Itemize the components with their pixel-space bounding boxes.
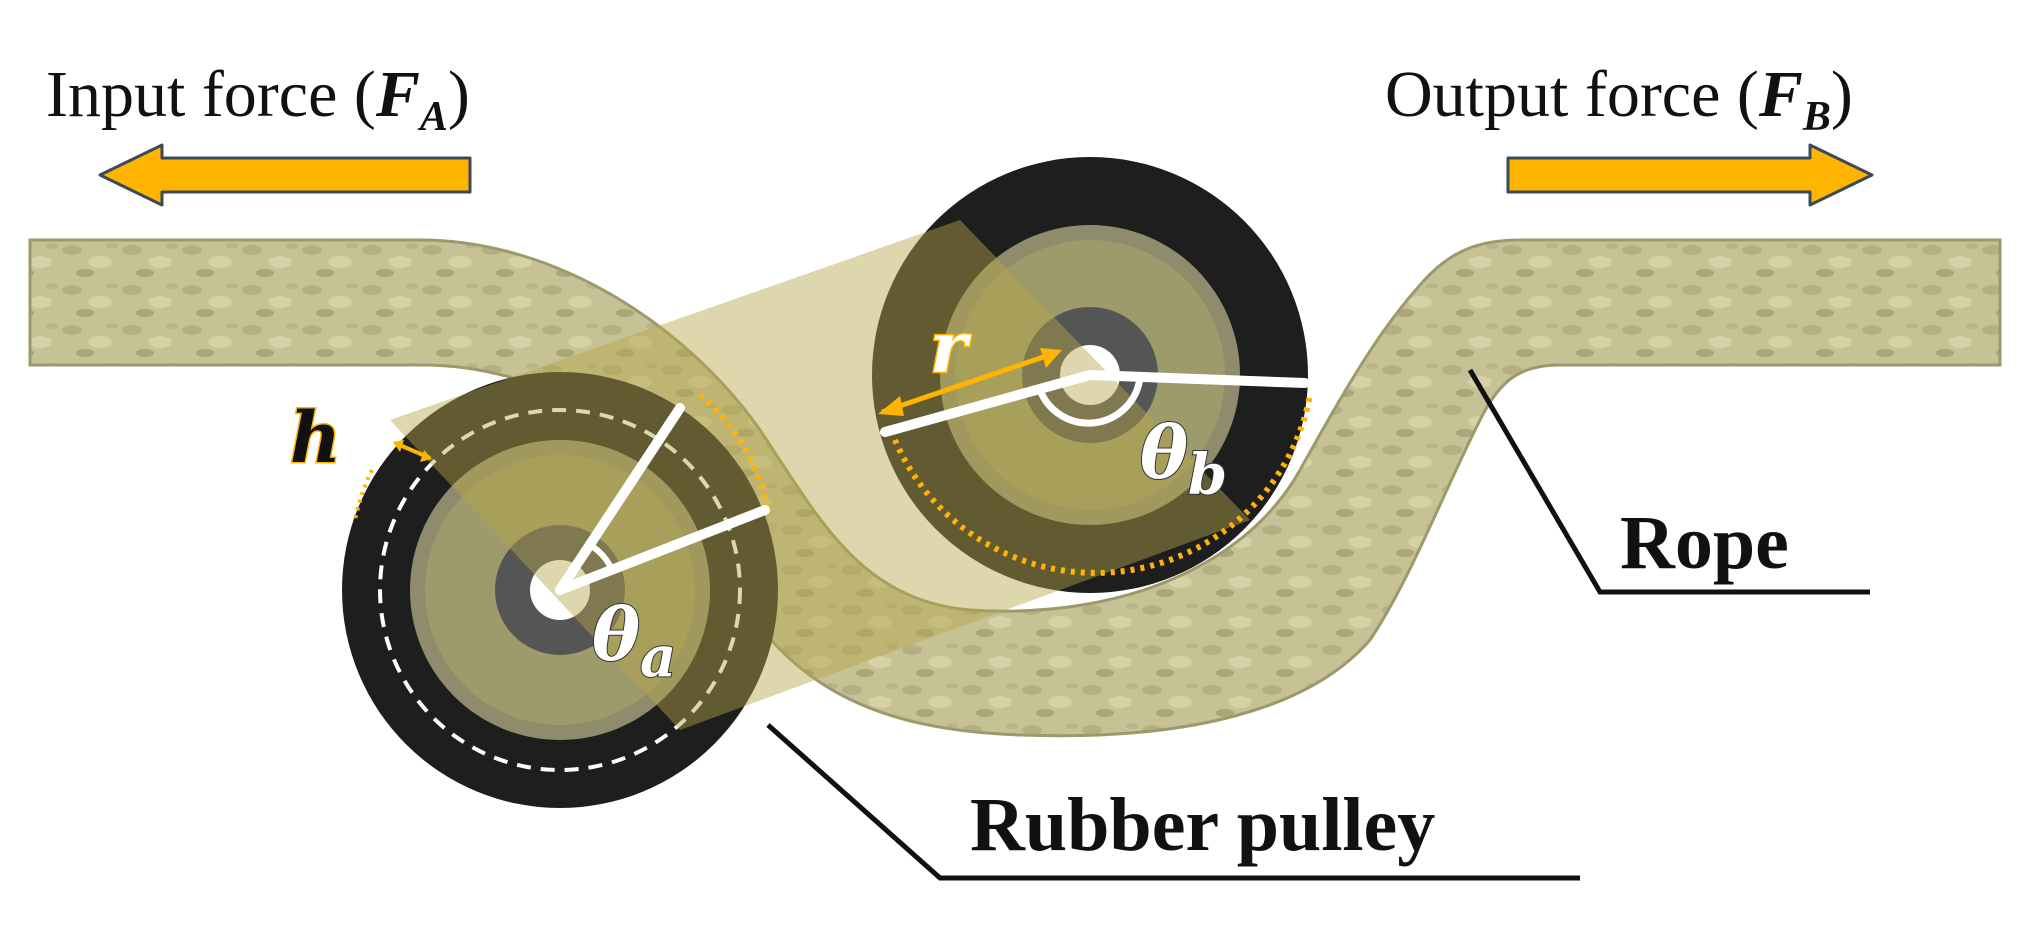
output-force-label: Output force (FB) [1385, 58, 1853, 140]
pulley-link-overlay [390, 220, 1250, 730]
wrap-arc-b [892, 394, 1313, 576]
theta-a-lines [555, 403, 770, 595]
input-force-label: Input force (FA) [46, 58, 470, 140]
theta-b-lines [880, 370, 1310, 437]
h-label: h [290, 396, 341, 479]
input-force-arrow [98, 143, 472, 207]
rope-label: Rope [1620, 501, 1789, 585]
rope-leader-line [1467, 368, 1870, 595]
pulley-a-dashed-circle [378, 408, 742, 772]
r-dimension [878, 348, 1062, 416]
h-dimension [353, 440, 432, 521]
pulley-leader-line [766, 723, 1580, 881]
r-label: r [930, 306, 972, 389]
theta-b-label: θb [1140, 410, 1227, 508]
rubber-pulley-label: Rubber pulley [970, 783, 1435, 867]
output-force-arrow [1506, 143, 1874, 207]
theta-a-label: θa [592, 592, 676, 690]
wrap-arc-a [698, 392, 771, 511]
